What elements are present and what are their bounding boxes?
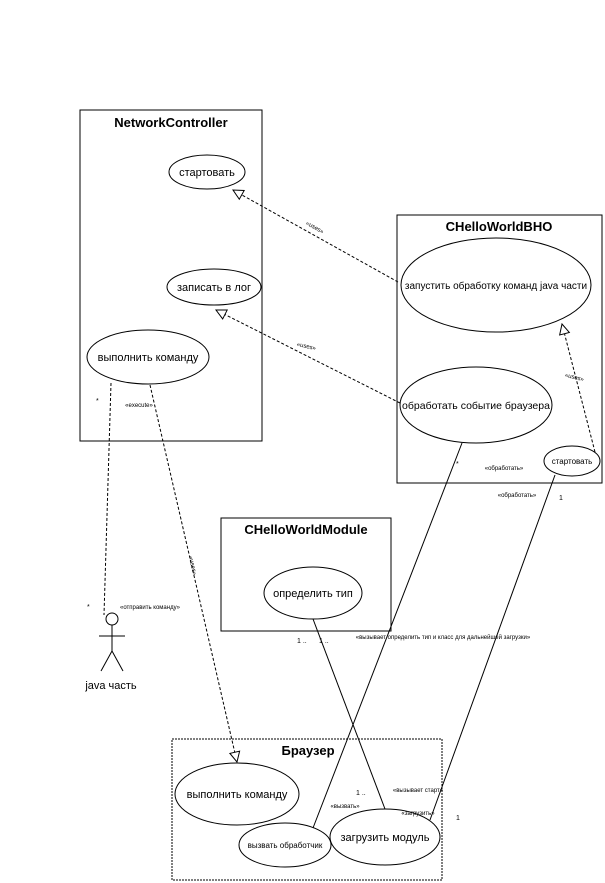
usecase-br-handler-label: вызвать обработчик (248, 841, 323, 850)
relation-event-handler-line (312, 442, 463, 829)
association-end-marks: * * * 1 1 .. 1 .. 1 .. 1 (87, 398, 563, 822)
svg-text:1: 1 (456, 815, 460, 822)
relation-uses1-line (233, 190, 399, 283)
usecase-bho-run (400, 237, 592, 333)
relation-uses3-label: «uses» (564, 373, 585, 384)
svg-text:*: * (96, 398, 99, 405)
svg-text:1 ..: 1 .. (297, 638, 307, 645)
actor-java (99, 612, 125, 672)
svg-text:*: * (87, 604, 90, 611)
system-network-controller-title: NetworkController (114, 115, 227, 130)
relation-call-start-label: «вызывает старт» (393, 788, 444, 794)
usecase-nc-execute-label: выполнить команду (98, 352, 199, 364)
relation-type-load-line (312, 618, 386, 810)
relation-uses4-line (149, 384, 237, 762)
usecase-bho-start-label: стартовать (552, 457, 593, 466)
svg-text:1 ..: 1 .. (319, 638, 329, 645)
usecase-bho-event (399, 366, 553, 444)
usecase-nc-log-label: записать в лог (177, 282, 251, 294)
system-module (220, 517, 392, 632)
svg-text:*: * (456, 461, 459, 468)
usecase-nc-start (168, 154, 246, 190)
relation-start-load-line (429, 474, 556, 821)
relation-uses4-label: «uses» (187, 556, 197, 577)
svg-text:1: 1 (559, 495, 563, 502)
relation-load-label: «загрузить» (401, 811, 435, 817)
relation-actor-line (103, 382, 112, 616)
system-module-title: CHelloWorldModule (244, 522, 367, 537)
relation-uses3-line (562, 324, 596, 453)
usecase-nc-log (166, 268, 262, 306)
usecase-bho-event-label: обработать событие браузера (402, 400, 550, 412)
usecase-br-handler (238, 822, 332, 868)
relation-call-label: «вызвать» (330, 804, 360, 810)
usecase-nc-execute (86, 329, 210, 385)
relation-uses1-label: «uses» (305, 221, 325, 236)
system-browser-title: Браузер (281, 743, 334, 758)
usecase-bho-run-label: запустить обработку команд java части (405, 280, 587, 292)
usecase-mod-type-label: определить тип (273, 588, 353, 600)
svg-text:1 ..: 1 .. (356, 790, 366, 797)
usecase-br-load-label: загрузить модуль (341, 832, 430, 844)
system-browser (171, 738, 443, 881)
relation-determine-label: «вызывает определить тип и класс для дал… (356, 634, 531, 641)
relation-handle2-label: «обработать» (498, 493, 537, 499)
relation-handle1-label: «обработать» (485, 466, 524, 472)
relation-send-command-label: «отправить команду» (120, 605, 181, 611)
relation-uses2-label: «uses» (296, 342, 317, 352)
usecase-nc-start-label: стартовать (179, 167, 235, 179)
system-bho (396, 214, 603, 484)
usecase-br-execute-label: выполнить команду (187, 789, 288, 801)
relation-execute-label: «execute» (125, 403, 153, 409)
system-bho-title: CHelloWorldBHO (446, 219, 553, 234)
system-network-controller (79, 109, 263, 442)
usecase-bho-start (543, 445, 601, 477)
actor-java-label: java часть (84, 680, 137, 692)
relation-uses2-line (216, 310, 401, 404)
